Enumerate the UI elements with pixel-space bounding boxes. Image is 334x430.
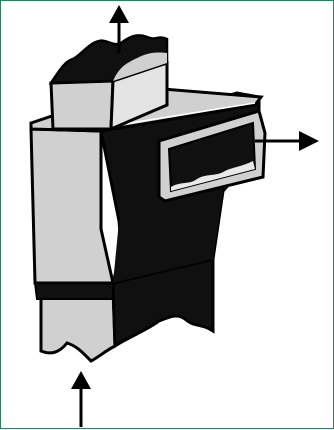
arrow-inflow-bottom xyxy=(71,371,91,427)
